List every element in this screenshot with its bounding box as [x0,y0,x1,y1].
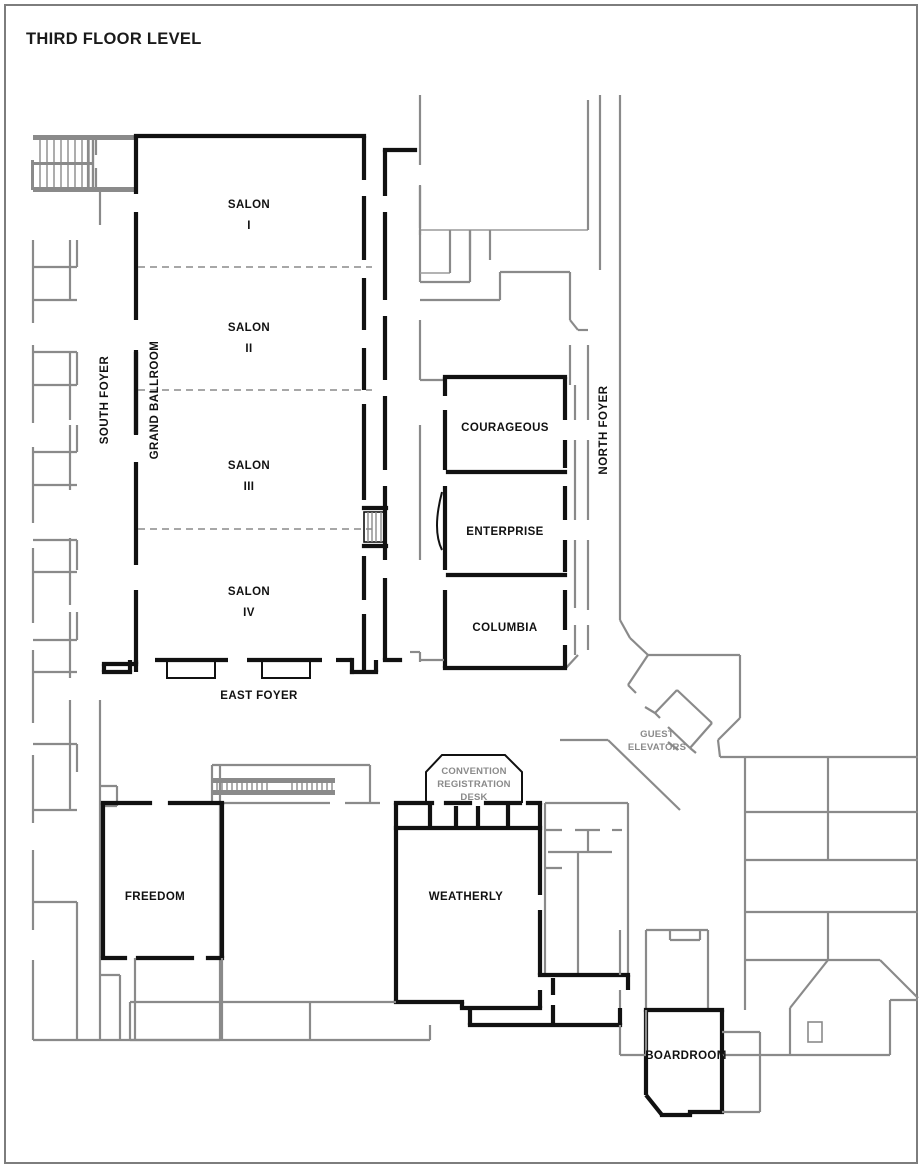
convention-registration-desk [425,754,523,803]
label-convention-line2: REGISTRATION [437,779,510,790]
room-freedom [100,800,225,1040]
room-boardroom [643,928,762,1118]
label-east-foyer: EAST FOYER [220,690,298,702]
label-freedom: FREEDOM [125,891,185,903]
label-salon-1: SALON [228,199,270,211]
salon-dividers [138,266,372,530]
label-salon-2-number: II [245,343,252,355]
south-corridor-guestrooms [31,240,222,1042]
grand-ballroom-walls [101,133,379,675]
escalator-lower-middle [210,763,380,805]
label-weatherly: WEATHERLY [429,891,504,903]
label-columbia: COLUMBIA [472,622,537,634]
label-grand-ballroom: GRAND BALLROOM [149,341,161,460]
label-courageous: COURAGEOUS [461,422,549,434]
label-guest-elevators-line1: GUEST [640,729,674,740]
plan-labels: SALON I SALON II SALON III SALON IV SOUT… [99,199,727,1062]
label-convention-line1: CONVENTION [441,766,506,777]
label-salon-3-number: III [244,481,255,493]
label-salon-1-number: I [247,220,251,232]
label-salon-2: SALON [228,322,270,334]
east-foyer-doors [166,660,311,679]
guest-elevator-lobby [560,619,918,811]
room-weatherly [128,800,631,1042]
label-north-foyer: NORTH FOYER [598,385,610,474]
label-enterprise: ENTERPRISE [466,526,544,538]
label-salon-4-number: IV [243,607,255,619]
escalator-upper-left [31,135,138,225]
page-title: THIRD FLOOR LEVEL [26,30,202,48]
right-lower-service-zone [618,757,919,1057]
label-boardroom: BOARDROOM [645,1050,727,1062]
meeting-rooms-east [410,374,568,671]
label-guest-elevators-line2: ELEVATORS [628,742,686,753]
back-of-house-upper [418,95,622,669]
label-convention-line3: DESK [460,792,487,803]
label-south-foyer: SOUTH FOYER [99,356,111,445]
label-salon-3: SALON [228,460,270,472]
service-stair [361,505,389,549]
label-salon-4: SALON [228,586,270,598]
ballroom-east-corridor [382,147,418,663]
